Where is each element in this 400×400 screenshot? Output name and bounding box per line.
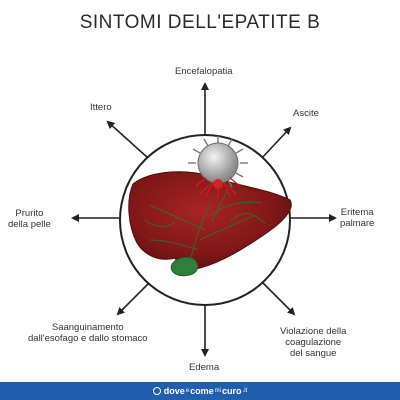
logo-part-e: e	[185, 388, 190, 394]
logo-part-dove: dove	[163, 386, 185, 396]
virus-illustration	[188, 136, 248, 198]
symptom-label-sanguinamento: Saanguinamento dall'esofago e dallo stom…	[28, 322, 148, 344]
symptom-label-ittero: Ittero	[90, 102, 112, 113]
symptom-label-ascite: Ascite	[293, 108, 319, 119]
arrows	[71, 82, 337, 357]
gallbladder-shape	[170, 256, 199, 277]
symptom-label-violazione-coagulazione: Violazione della coagulazione del sangue	[280, 326, 346, 359]
symptom-label-prurito-line1: Prurito	[15, 208, 44, 219]
logo-part-it: .it	[242, 388, 248, 394]
logo-mark-icon	[152, 387, 161, 395]
arrow-bottom-left	[116, 281, 151, 316]
arrow-top-left	[106, 120, 149, 159]
symptom-label-eritema-line1: Eritema	[340, 207, 374, 218]
symptom-label-violazione-line3: del sangue	[289, 348, 337, 359]
symptom-label-sanguinamento-line1: Saanguinamento	[51, 322, 124, 333]
symptom-label-violazione-line2: coagulazione	[285, 337, 342, 348]
site-logo[interactable]: dove e come mi curo .it	[152, 386, 248, 396]
symptom-label-edema: Edema	[189, 362, 220, 373]
symptom-label-eritema-line2: palmare	[340, 218, 375, 229]
liver-illustration	[128, 171, 292, 277]
symptom-label-eritema-palmare: Eritema palmare	[340, 207, 374, 229]
symptom-label-prurito-line2: della pelle	[8, 219, 51, 230]
logo-part-mi: mi	[214, 388, 222, 394]
arrow-bottom-right	[261, 281, 296, 316]
symptom-label-sanguinamento-line2: dall'esofago e dallo stomaco	[28, 333, 148, 344]
logo-part-come: come	[190, 386, 214, 396]
symptom-label-prurito: Prurito della pelle	[8, 208, 51, 230]
page-title: SINTOMI DELL'EPATITE B	[79, 12, 321, 33]
symptom-label-encefalopatia: Encefalopatia	[175, 66, 233, 77]
arrow-top-right	[259, 126, 292, 161]
symptom-label-violazione-line1: Violazione della	[280, 326, 347, 337]
logo-part-curo: curo	[222, 386, 242, 396]
footer-bar: dove e come mi curo .it	[0, 382, 400, 400]
